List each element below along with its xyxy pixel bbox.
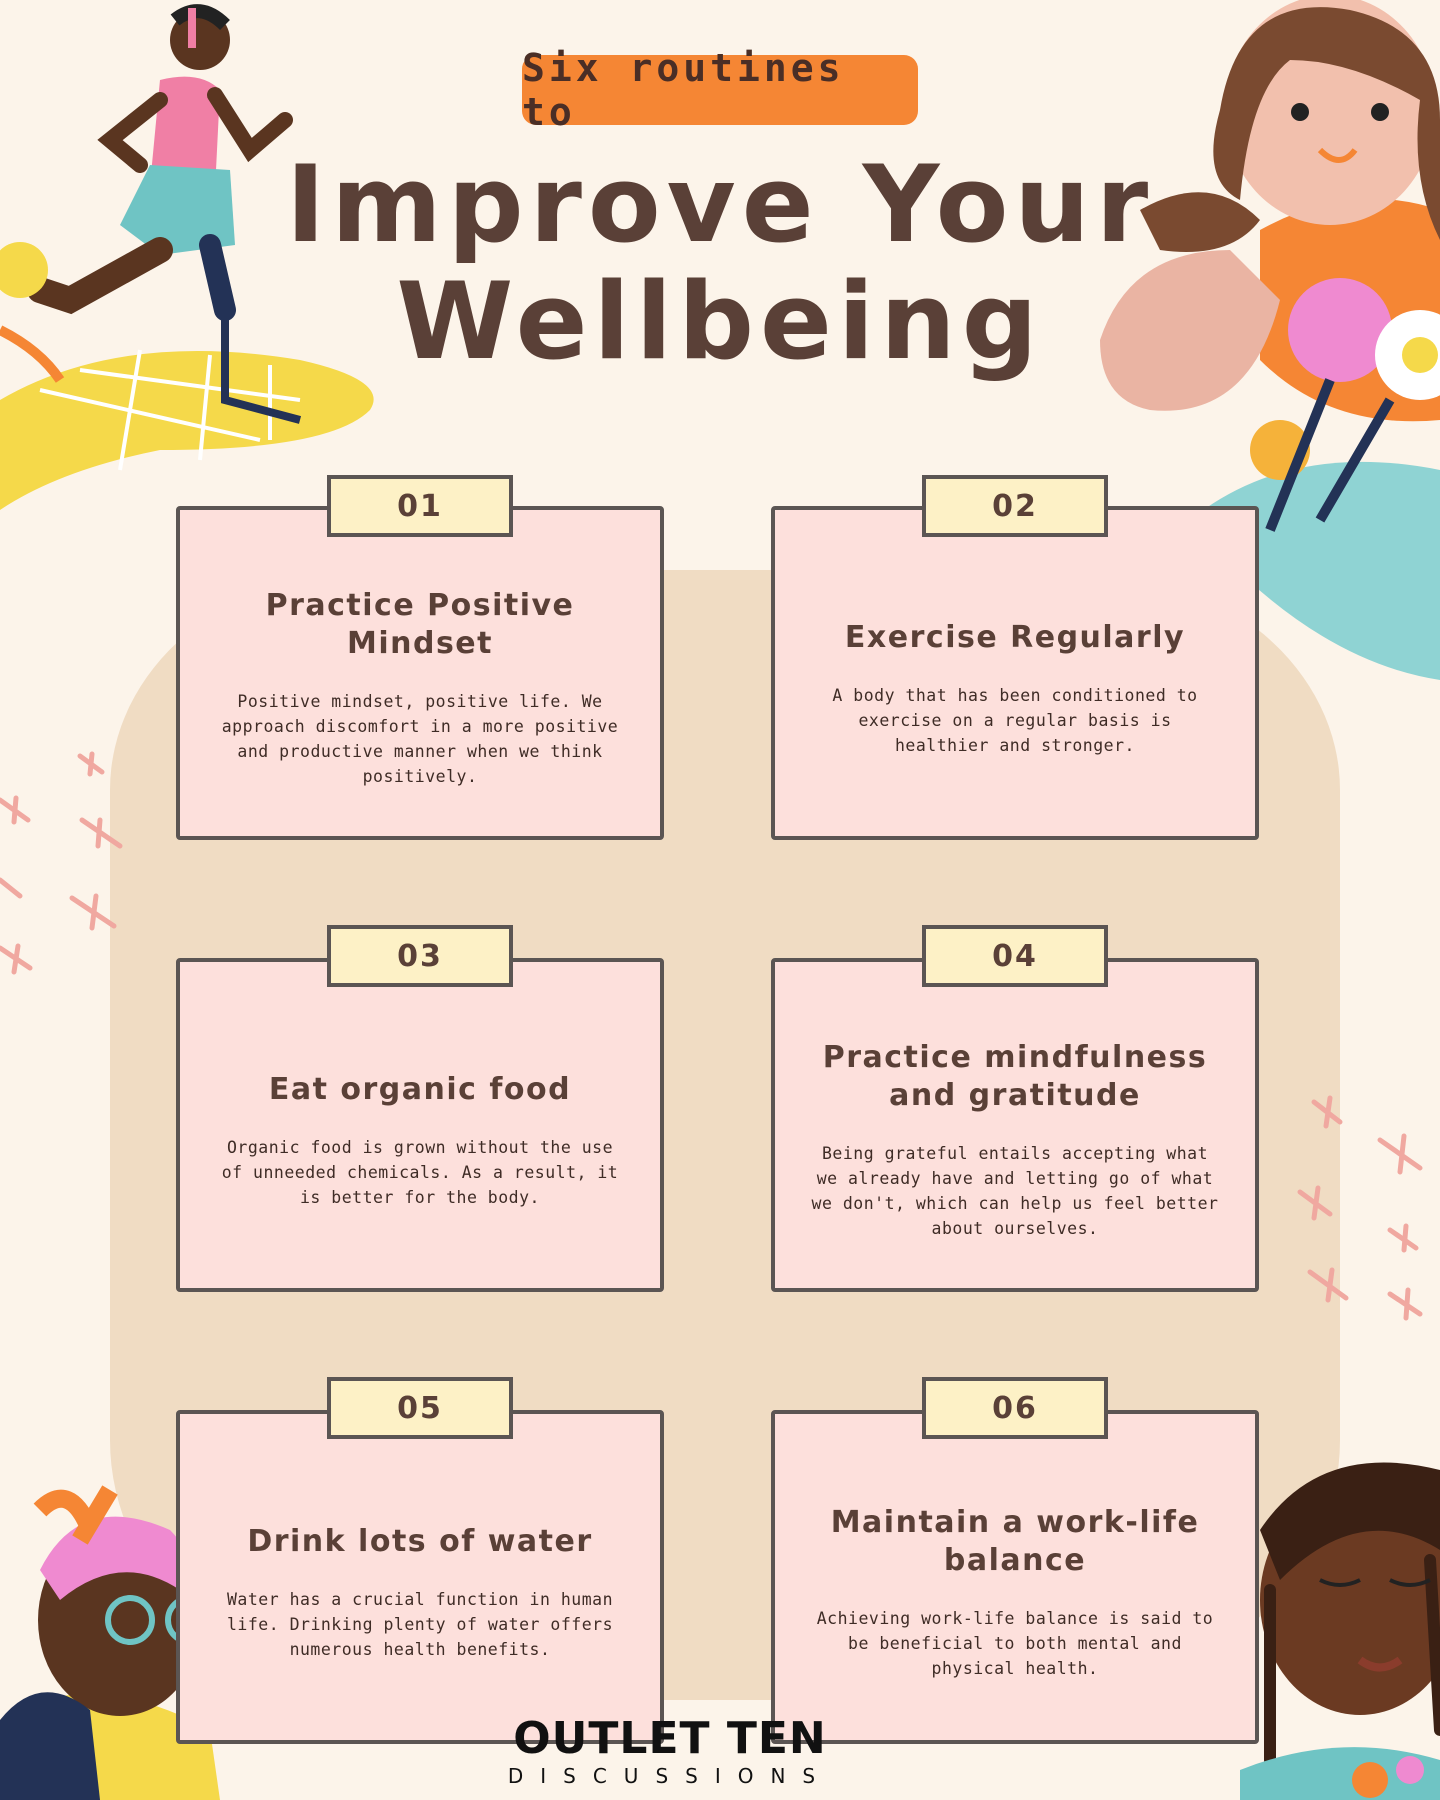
title-line-1: Improve Your	[285, 143, 1155, 266]
card-number-tab: 02	[922, 475, 1108, 537]
subtitle-pill: Six routines to	[522, 46, 918, 134]
routine-card-4: Practice mindfulness and gratitude Being…	[771, 958, 1259, 1292]
card-number-tab: 05	[327, 1377, 513, 1439]
brand-subtitle: DISCUSSIONS	[507, 1764, 833, 1788]
routine-card-6: Maintain a work-life balance Achieving w…	[771, 1410, 1259, 1744]
card-number-tab: 03	[327, 925, 513, 987]
card-description: Water has a crucial function in human li…	[226, 1589, 614, 1659]
brand-name: OUTLET TEN	[513, 1713, 827, 1764]
card-title: Practice Positive Mindset	[265, 588, 575, 661]
routine-card-5: Drink lots of water Water has a crucial …	[176, 1410, 664, 1744]
right-cross-marks	[1297, 1095, 1423, 1321]
routine-card-2: Exercise Regularly A body that has been …	[771, 506, 1259, 840]
left-cross-marks	[0, 751, 123, 975]
card-description: Achieving work-life balance is said to b…	[816, 1608, 1214, 1678]
subtitle-text: Six routines to	[522, 46, 845, 134]
brand-logo: OUTLET TEN DISCUSSIONS	[490, 1716, 850, 1790]
girl-with-glasses-illustration	[0, 1485, 220, 1800]
card-number-tab: 06	[922, 1377, 1108, 1439]
runner-illustration	[0, 4, 374, 510]
card-title: Eat organic food	[268, 1071, 572, 1107]
card-title: Practice mindfulness and gratitude	[822, 1040, 1208, 1113]
card-number-tab: 01	[327, 475, 513, 537]
card-title: Exercise Regularly	[844, 619, 1186, 655]
card-title: Drink lots of water	[247, 1523, 593, 1559]
routine-card-1: Practice Positive Mindset Positive minds…	[176, 506, 664, 840]
card-title: Maintain a work-life balance	[830, 1504, 1200, 1578]
card-description: Organic food is grown without the use of…	[221, 1137, 619, 1207]
card-description: A body that has been conditioned to exer…	[832, 685, 1198, 755]
card-description: Positive mindset, positive life. We appr…	[221, 692, 619, 786]
card-number-tab: 04	[922, 925, 1108, 987]
routine-card-3: Eat organic food Organic food is grown w…	[176, 958, 664, 1292]
card-description: Being grateful entails accepting what we…	[811, 1144, 1219, 1238]
title-line-2: Wellbeing	[396, 260, 1044, 383]
